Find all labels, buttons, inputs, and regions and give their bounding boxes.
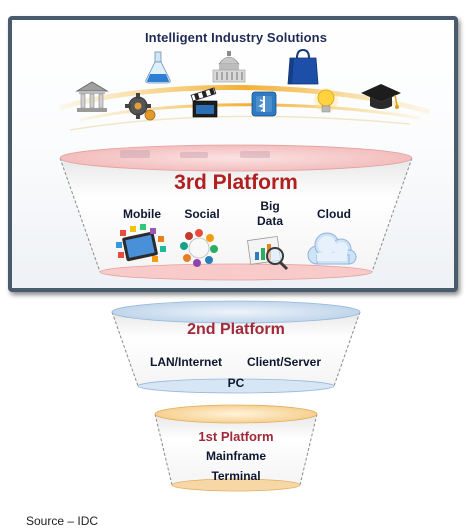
platform1-item-mainframe: Mainframe — [205, 449, 267, 463]
film-clapper-icon — [190, 87, 218, 118]
bank-icon — [75, 81, 109, 112]
first-platform-funnel — [154, 404, 318, 492]
lightbulb-icon — [314, 88, 338, 113]
capitol-icon — [212, 51, 246, 83]
third-platform-title: 3rd Platform — [174, 171, 298, 194]
big-data-icon — [247, 235, 289, 271]
cloud-icon — [307, 232, 357, 265]
graduation-cap-icon — [361, 84, 401, 109]
industry-solutions-title: Intelligent Industry Solutions — [144, 30, 328, 45]
medical-icon — [251, 91, 277, 117]
mobile-apps-icon — [116, 224, 166, 262]
platform3-item-social: Social — [184, 207, 220, 221]
platform2-item-pc: PC — [227, 376, 245, 390]
platform2-item-lan-internet: LAN/Internet — [150, 355, 222, 369]
second-platform-title: 2nd Platform — [187, 321, 285, 338]
source-caption: Source – IDC — [26, 514, 99, 528]
platform3-item-cloud: Cloud — [317, 207, 351, 221]
platform1-item-terminal: Terminal — [211, 469, 261, 483]
platform3-item-big-data: Big Data — [256, 199, 283, 228]
first-platform-title: 1st Platform — [198, 429, 274, 444]
platform3-item-mobile: Mobile — [123, 207, 161, 221]
flask-icon — [145, 51, 171, 84]
shopping-bag-icon — [287, 48, 319, 85]
gear-icon — [125, 93, 156, 121]
platform2-item-client-server: Client/Server — [246, 355, 322, 369]
social-network-icon — [180, 229, 218, 267]
second-platform-funnel — [111, 300, 361, 394]
